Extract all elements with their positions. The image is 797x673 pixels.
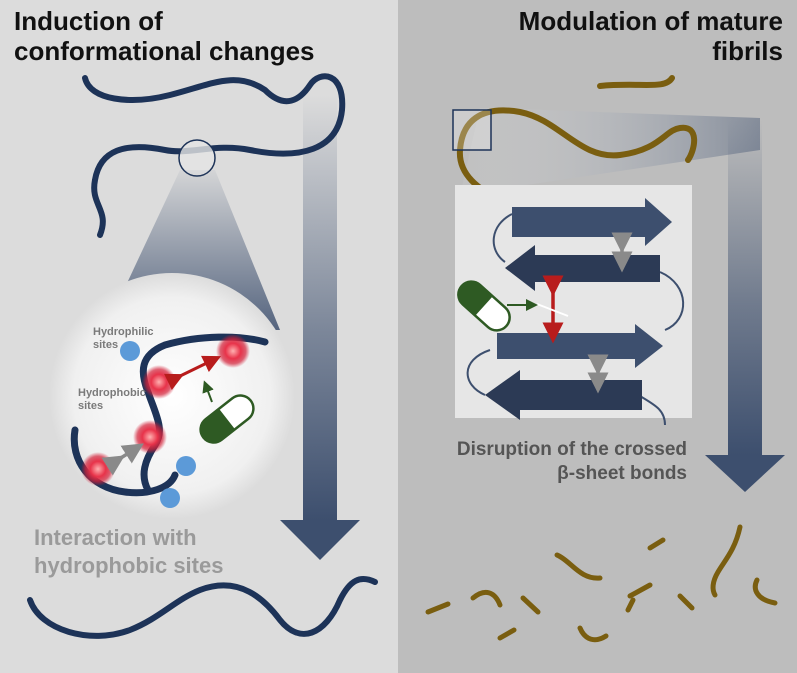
- hydrophobic-label-line2: sites: [78, 400, 104, 412]
- hydrophilic-label-line2: sites: [93, 339, 119, 351]
- right-caption-line1: Disruption of the crossed: [456, 439, 687, 460]
- break-mark: [536, 303, 569, 317]
- right-caption: Disruption of the crossed β-sheet bonds: [457, 438, 687, 486]
- folded-protein-strand: [27, 576, 378, 639]
- drug-capsule-left-icon: [199, 394, 255, 444]
- hydrophilic-label-line1: Hydrophilic: [93, 326, 154, 338]
- left-caption: Interaction with hydrophobic sites: [34, 524, 223, 580]
- left-down-arrow: [280, 95, 360, 560]
- right-down-arrow: [705, 120, 785, 492]
- right-title-line2: fibrils: [712, 36, 783, 66]
- fibril-fragments: [425, 524, 778, 643]
- unfolded-protein-strand: [82, 73, 346, 238]
- hydrophilic-label: Hydrophilic sites: [93, 326, 154, 352]
- selection-square: [452, 109, 492, 151]
- hydrogen-bond-arrows: [587, 232, 633, 394]
- right-caption-line2: β-sheet bonds: [557, 463, 687, 484]
- grey-interaction-arrow: [101, 443, 144, 476]
- mature-fibril-strand: [456, 107, 698, 203]
- right-panel-title: Modulation of mature fibrils: [519, 6, 783, 66]
- drug-capsule-right-icon: [457, 280, 511, 332]
- left-title-line2: conformational changes: [14, 36, 315, 66]
- left-caption-line2: hydrophobic sites: [34, 553, 224, 578]
- hydrophobic-label-line1: Hydrophobic: [78, 387, 146, 399]
- red-interaction-arrow: [163, 355, 222, 391]
- hydrophilic-sites: [120, 341, 196, 508]
- left-title-line1: Induction of: [14, 6, 163, 36]
- left-panel-title: Induction of conformational changes: [14, 6, 315, 66]
- beta-sheet-loops: [466, 213, 685, 426]
- right-title-line1: Modulation of mature: [518, 6, 783, 36]
- left-caption-line1: Interaction with: [34, 525, 197, 550]
- hydrophobic-label: Hydrophobic sites: [78, 387, 146, 413]
- green-drug-arrow: [202, 380, 214, 403]
